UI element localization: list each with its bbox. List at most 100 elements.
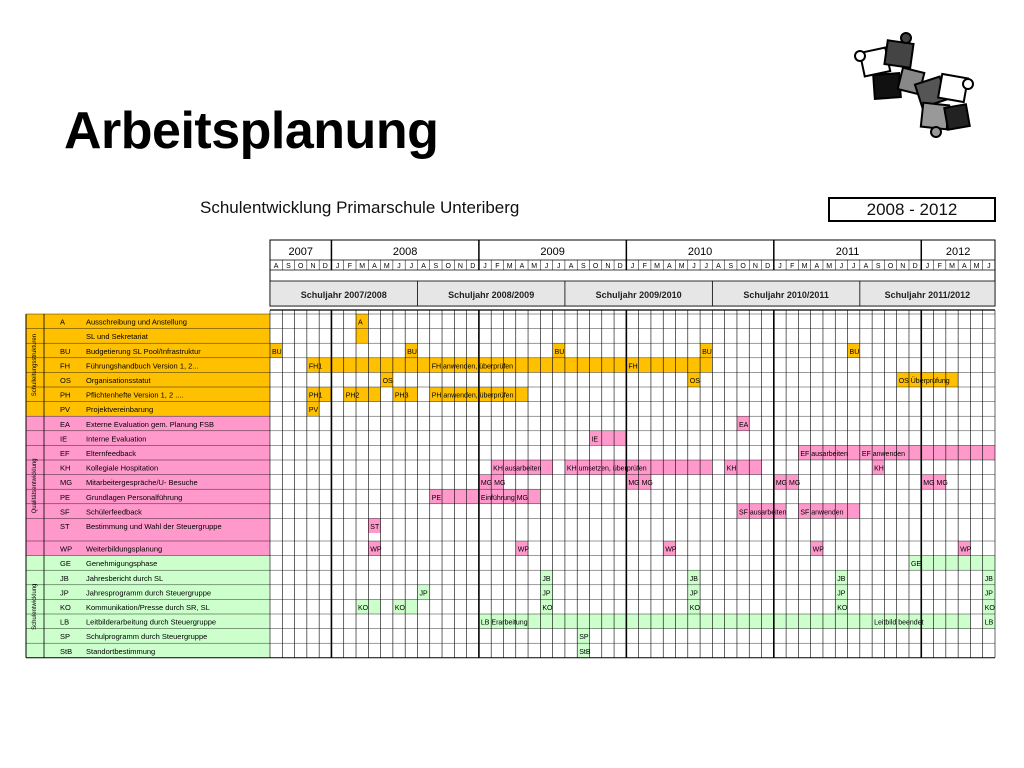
row-label: Führungshandbuch Version 1, 2... [86,361,199,370]
row-label: Mitarbeitergespräche/U- Besuche [86,478,198,487]
month-label: O [740,263,746,270]
task-bar-label: JP [985,590,994,597]
month-label: M [654,263,660,270]
task-bar-label: MG MG [628,480,653,487]
row-label: Externe Evaluation gem. Planung FSB [86,420,214,429]
task-bar-label: EF ausarbeiten [800,451,848,458]
task-bar [368,541,381,556]
month-label: J [987,263,991,270]
task-bar-label: KO [837,605,848,612]
task-bar-label: PV [309,407,319,414]
row-code: BU [60,347,70,356]
year-label: 2010 [688,246,712,258]
task-bar [859,445,995,460]
task-bar [491,460,553,475]
task-bar [896,372,959,387]
month-label: J [631,263,635,270]
task-bar-label: JP [837,590,846,597]
row-label: Jahresprogramm durch Steuergruppe [86,588,211,597]
task-bar [577,628,590,644]
task-bar [515,541,529,556]
row-label: Interne Evaluation [86,434,146,443]
task-bar-label: OS Überprüfung [899,377,950,385]
month-label: S [434,263,439,270]
month-label: M [531,263,537,270]
task-bar [405,343,418,358]
row-code: StB [60,647,72,656]
task-bar-label: WP [960,547,972,554]
month-label: J [545,263,549,270]
task-bar [687,584,701,600]
month-label: S [581,263,586,270]
row-label: Pflichtenhefte Version 1, 2 .... [86,391,184,400]
task-bar-label: WP [518,547,530,554]
month-label: N [753,263,758,270]
task-bar [736,416,750,431]
task-bar-label: PE [432,495,442,502]
row-code: PE [60,493,70,502]
month-label: S [286,263,291,270]
month-label: J [926,263,930,270]
month-label: N [310,263,315,270]
task-bar [700,343,713,358]
month-label: O [445,263,451,270]
task-bar-label: KO [395,605,406,612]
row-label: Jahresbericht durch SL [86,574,163,583]
school-year-label: Schuljahr 2011/2012 [885,290,971,300]
school-year-label: Schuljahr 2009/2010 [596,290,682,300]
task-bar-label: JB [985,576,994,583]
month-label: J [778,263,782,270]
task-bar-label: WP [813,547,825,554]
task-bar-label: KO [542,605,553,612]
task-bar [810,541,823,556]
row-label: SL und Sekretariat [86,332,149,341]
task-bar [663,541,676,556]
month-label: F [348,263,352,270]
row-code: KO [60,603,71,612]
section-label: Schulleitungsstrukturen [32,334,38,396]
row-label: Schülerfeedback [86,507,142,516]
task-bar-label: BU [407,349,417,356]
month-label: J [704,263,708,270]
task-bar [982,614,995,629]
task-bar-label: A [358,320,363,327]
row-label: Standortbestimmung [86,647,155,656]
month-label: M [949,263,955,270]
task-bar-label: JB [837,576,846,583]
task-bar-label: KH ausarbeiten [493,466,541,473]
task-bar [982,599,995,614]
month-label: M [384,263,390,270]
section-label: Qualitätsentwicklung [32,458,38,513]
year-label: 2008 [393,246,417,258]
task-bar-label: KO [690,605,701,612]
section-label: Schulentwicklung [32,584,38,630]
row-code: JP [60,588,69,597]
task-bar-label: JB [542,576,551,583]
row-code: EA [60,420,70,429]
row-code: IE [60,434,67,443]
row-code: PV [60,405,70,414]
task-bar [368,518,381,533]
month-label: D [618,263,623,270]
row-code: OS [60,376,71,385]
slide-title: Arbeitsplanung [64,102,439,160]
month-label: J [336,263,340,270]
task-bar [589,430,627,446]
month-label: F [790,263,794,270]
task-bar-label: SP [579,634,589,641]
task-bar-label: IE [591,436,598,443]
school-year-label: Schuljahr 2010/2011 [743,290,829,300]
row-label: Bestimmung und Wahl der Steuergruppe [86,522,222,531]
year-range-box: 2008 - 2012 [828,197,996,222]
row-label: Genehmigungsphase [86,559,157,568]
month-label: M [826,263,832,270]
month-label: A [667,263,672,270]
month-label: F [938,263,942,270]
task-bar-label: MG MG [923,480,948,487]
month-label: D [913,263,918,270]
task-bar-label: LB [985,620,994,627]
month-label: D [470,263,475,270]
month-label: M [679,263,685,270]
task-bar [626,357,713,373]
year-label: 2012 [946,246,970,258]
